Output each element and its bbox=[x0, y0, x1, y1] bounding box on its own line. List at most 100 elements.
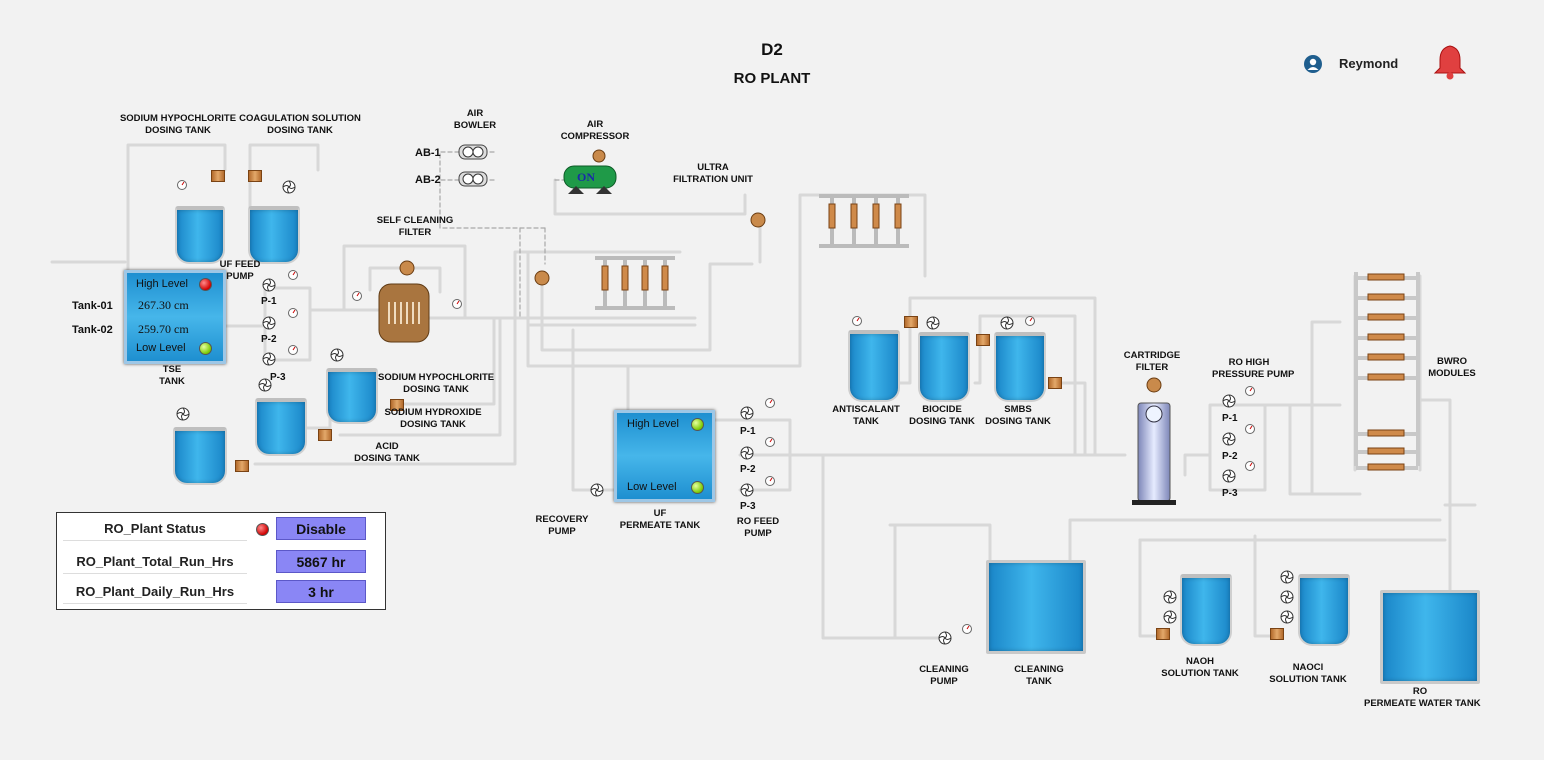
total-run-hrs-value: 5867 hr bbox=[276, 550, 366, 573]
acid-tank-pump-icon[interactable] bbox=[176, 407, 190, 421]
ro-hp-pump-2-icon[interactable] bbox=[1222, 432, 1236, 446]
air-bowler-1-icon[interactable] bbox=[458, 143, 488, 161]
ro-feed-pump-2-icon[interactable] bbox=[740, 446, 754, 460]
sodium-hypo-top-gauge-icon bbox=[177, 180, 187, 190]
valve-naoh[interactable] bbox=[1156, 628, 1170, 640]
tse-low-level-lamp bbox=[199, 342, 212, 355]
cleaning-pump-icon[interactable] bbox=[938, 631, 952, 645]
valve-naocl[interactable] bbox=[1270, 628, 1284, 640]
valve-smbs[interactable] bbox=[1048, 377, 1062, 389]
valve-sodium-hydroxide[interactable] bbox=[390, 399, 404, 411]
uf-pump-gauge-1-icon bbox=[288, 270, 298, 280]
biocide-pump-icon[interactable] bbox=[926, 316, 940, 330]
label-ro-hp-p2: P-2 bbox=[1222, 451, 1238, 462]
cleaning-gauge-icon bbox=[962, 624, 972, 634]
uf-low-level-lamp bbox=[691, 481, 704, 494]
label-ro-hp-p3: P-3 bbox=[1222, 488, 1238, 499]
ro-feed-pump-3-icon[interactable] bbox=[740, 483, 754, 497]
sodium-hydroxide-tank[interactable] bbox=[255, 398, 307, 456]
uf-high-level-lamp bbox=[691, 418, 704, 431]
line-gauge-2-icon bbox=[452, 299, 462, 309]
antiscalant-tank[interactable] bbox=[848, 330, 900, 402]
ro-hp-gauge-3-icon bbox=[1245, 461, 1255, 471]
ultra-filtration-unit-a[interactable] bbox=[590, 248, 680, 318]
cartridge-filter-icon[interactable] bbox=[1128, 376, 1180, 506]
status-row-daily-run-hrs: RO_Plant_Daily_Run_Hrs bbox=[63, 579, 247, 604]
user-avatar-icon[interactable] bbox=[1304, 55, 1322, 73]
valve-sodium-hypo-top[interactable] bbox=[211, 170, 225, 182]
page-title: RO PLANT bbox=[733, 70, 811, 87]
label-tank02: Tank-02 bbox=[72, 324, 113, 336]
coagulation-pump-icon[interactable] bbox=[282, 180, 296, 194]
smbs-tank[interactable] bbox=[994, 332, 1046, 402]
naocl-pump-2-icon[interactable] bbox=[1280, 590, 1294, 604]
uf-feed-pump-2-icon[interactable] bbox=[262, 316, 276, 330]
valve-antiscalant[interactable] bbox=[904, 316, 918, 328]
uf-valve-left-icon[interactable] bbox=[534, 270, 550, 286]
line-gauge-1-icon bbox=[352, 291, 362, 301]
valve-acid-tank[interactable] bbox=[235, 460, 249, 472]
plant-code: D2 bbox=[761, 40, 783, 59]
alarm-bell-icon[interactable] bbox=[1432, 44, 1468, 80]
sodium-hypo-mid-pump-icon[interactable] bbox=[330, 348, 344, 362]
naocl-pump-1-icon[interactable] bbox=[1280, 570, 1294, 584]
sodium-hypo-top-tank[interactable] bbox=[175, 206, 225, 264]
air-bowler-2-icon[interactable] bbox=[458, 170, 488, 188]
sodium-hypo-mid-tank[interactable] bbox=[326, 368, 378, 424]
acid-tank[interactable] bbox=[173, 427, 227, 485]
uf-low-level: Low Level bbox=[627, 481, 677, 493]
naocl-pump-3-icon[interactable] bbox=[1280, 610, 1294, 624]
naoh-tank[interactable] bbox=[1180, 574, 1232, 646]
uf-feed-pump-1-icon[interactable] bbox=[262, 278, 276, 292]
self-cleaning-filter-icon[interactable] bbox=[377, 282, 431, 344]
tse-low-level: Low Level bbox=[136, 342, 186, 354]
recovery-pump-icon[interactable] bbox=[590, 483, 604, 497]
uf-feed-pump-3-icon[interactable] bbox=[262, 352, 276, 366]
plant-status-value: Disable bbox=[276, 517, 366, 540]
plant-status-panel: RO_Plant Status Disable RO_Plant_Total_R… bbox=[56, 512, 386, 610]
ro-feed-pump-1-icon[interactable] bbox=[740, 406, 754, 420]
self-cleaning-valve-icon[interactable] bbox=[399, 260, 415, 276]
valve-acid[interactable] bbox=[318, 429, 332, 441]
valve-biocide[interactable] bbox=[976, 334, 990, 346]
user-name[interactable]: Reymond bbox=[1339, 56, 1399, 71]
air-compressor-state: ON bbox=[577, 170, 595, 184]
antiscalant-gauge-icon bbox=[852, 316, 862, 326]
naocl-tank[interactable] bbox=[1298, 574, 1350, 646]
bwro-modules-icon[interactable] bbox=[1348, 266, 1428, 476]
uf-valve-right-icon[interactable] bbox=[750, 212, 766, 228]
cleaning-tank[interactable] bbox=[986, 560, 1086, 654]
ultra-filtration-unit-b[interactable] bbox=[814, 186, 914, 256]
acid-pump-icon[interactable] bbox=[258, 378, 272, 392]
coagulation-tank[interactable] bbox=[248, 206, 300, 264]
ro-hp-gauge-1-icon bbox=[1245, 386, 1255, 396]
valve-coagulation[interactable] bbox=[248, 170, 262, 182]
label-ro-feed-p3: P-3 bbox=[740, 501, 756, 512]
air-compressor-icon[interactable] bbox=[562, 146, 618, 196]
ro-hp-pump-3-icon[interactable] bbox=[1222, 469, 1236, 483]
ro-hp-pump-1-icon[interactable] bbox=[1222, 394, 1236, 408]
naoh-pump-1-icon[interactable] bbox=[1163, 590, 1177, 604]
tse-high-level: High Level bbox=[136, 278, 188, 290]
biocide-tank[interactable] bbox=[918, 332, 970, 402]
naoh-pump-2-icon[interactable] bbox=[1163, 610, 1177, 624]
ro-permeate-water-tank[interactable] bbox=[1380, 590, 1480, 684]
label-ro-feed-p1: P-1 bbox=[740, 426, 756, 437]
smbs-pump-icon[interactable] bbox=[1000, 316, 1014, 330]
